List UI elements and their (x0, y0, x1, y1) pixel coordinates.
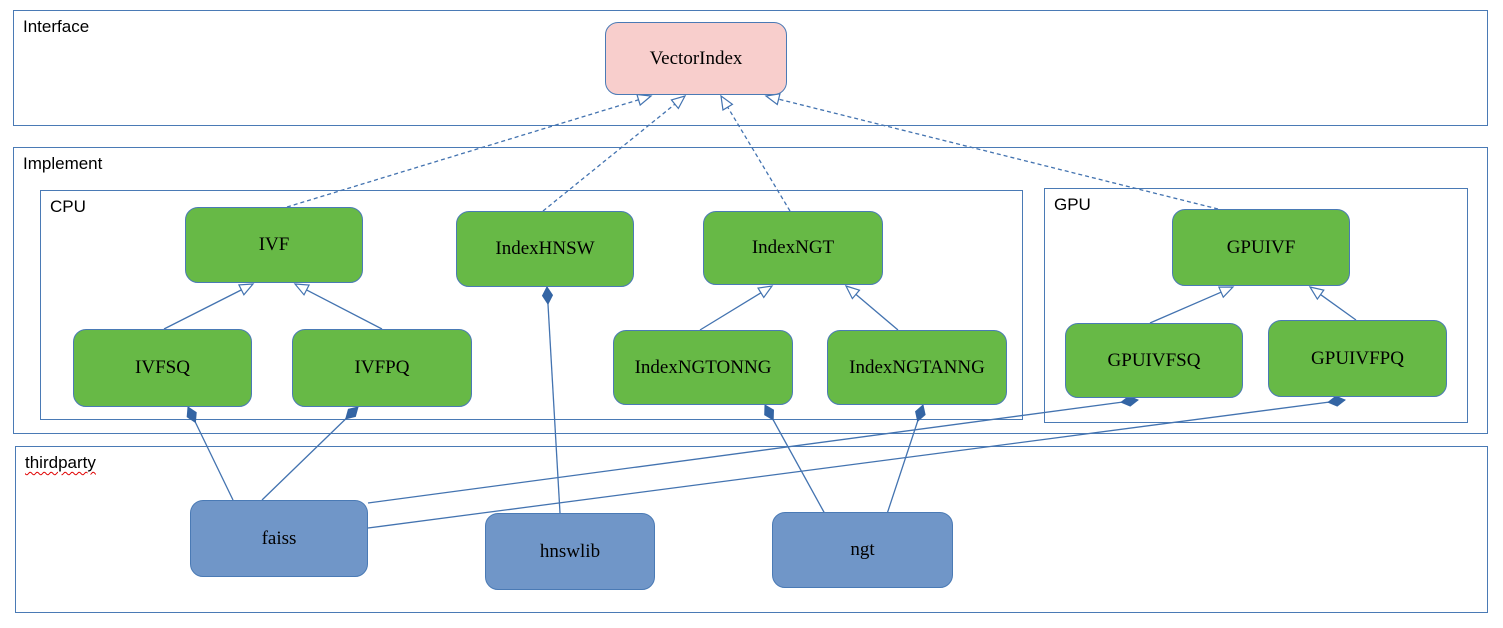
node-indexngtonng[interactable]: IndexNGTONNG (613, 330, 793, 405)
node-label-gpuivfsq: GPUIVFSQ (1107, 349, 1201, 371)
node-label-ivfsq: IVFSQ (135, 357, 190, 378)
container-label-thirdparty: thirdparty (25, 453, 96, 472)
node-hnswlib[interactable]: hnswlib (485, 513, 655, 590)
node-gpuivf[interactable]: GPUIVF (1172, 209, 1350, 286)
node-label-indexngt: IndexNGT (751, 237, 835, 258)
node-vectorindex[interactable]: VectorIndex (605, 22, 787, 95)
node-ivfpq[interactable]: IVFPQ (292, 329, 472, 407)
container-label-implement: Implement (23, 154, 103, 173)
node-faiss[interactable]: faiss (190, 500, 368, 577)
node-label-gpuivfpq: GPUIVFPQ (1311, 347, 1404, 369)
node-label-vectorindex: VectorIndex (649, 47, 743, 69)
node-ivf[interactable]: IVF (185, 207, 363, 283)
container-label-cpu: CPU (50, 197, 86, 216)
container-label-gpu: GPU (1054, 195, 1091, 214)
node-indexngt[interactable]: IndexNGT (703, 211, 883, 285)
node-gpuivfsq[interactable]: GPUIVFSQ (1065, 323, 1243, 398)
node-label-gpuivf: GPUIVF (1226, 236, 1296, 258)
node-label-ngt: ngt (850, 539, 875, 560)
node-indexhnsw[interactable]: IndexHNSW (456, 211, 634, 287)
node-label-ivf: IVF (258, 234, 290, 255)
node-gpuivfpq[interactable]: GPUIVFPQ (1268, 320, 1447, 397)
node-label-indexngtonng: IndexNGTONNG (634, 356, 772, 378)
node-label-hnswlib: hnswlib (539, 540, 601, 562)
node-label-indexngtanng: IndexNGTANNG (849, 356, 985, 378)
node-ivfsq[interactable]: IVFSQ (73, 329, 252, 407)
node-indexngtanng[interactable]: IndexNGTANNG (827, 330, 1007, 405)
node-label-ivfpq: IVFPQ (354, 357, 410, 378)
node-label-faiss: faiss (261, 527, 297, 549)
container-label-interface: Interface (23, 17, 90, 36)
node-label-indexhnsw: IndexHNSW (495, 238, 595, 259)
node-ngt[interactable]: ngt (772, 512, 953, 588)
